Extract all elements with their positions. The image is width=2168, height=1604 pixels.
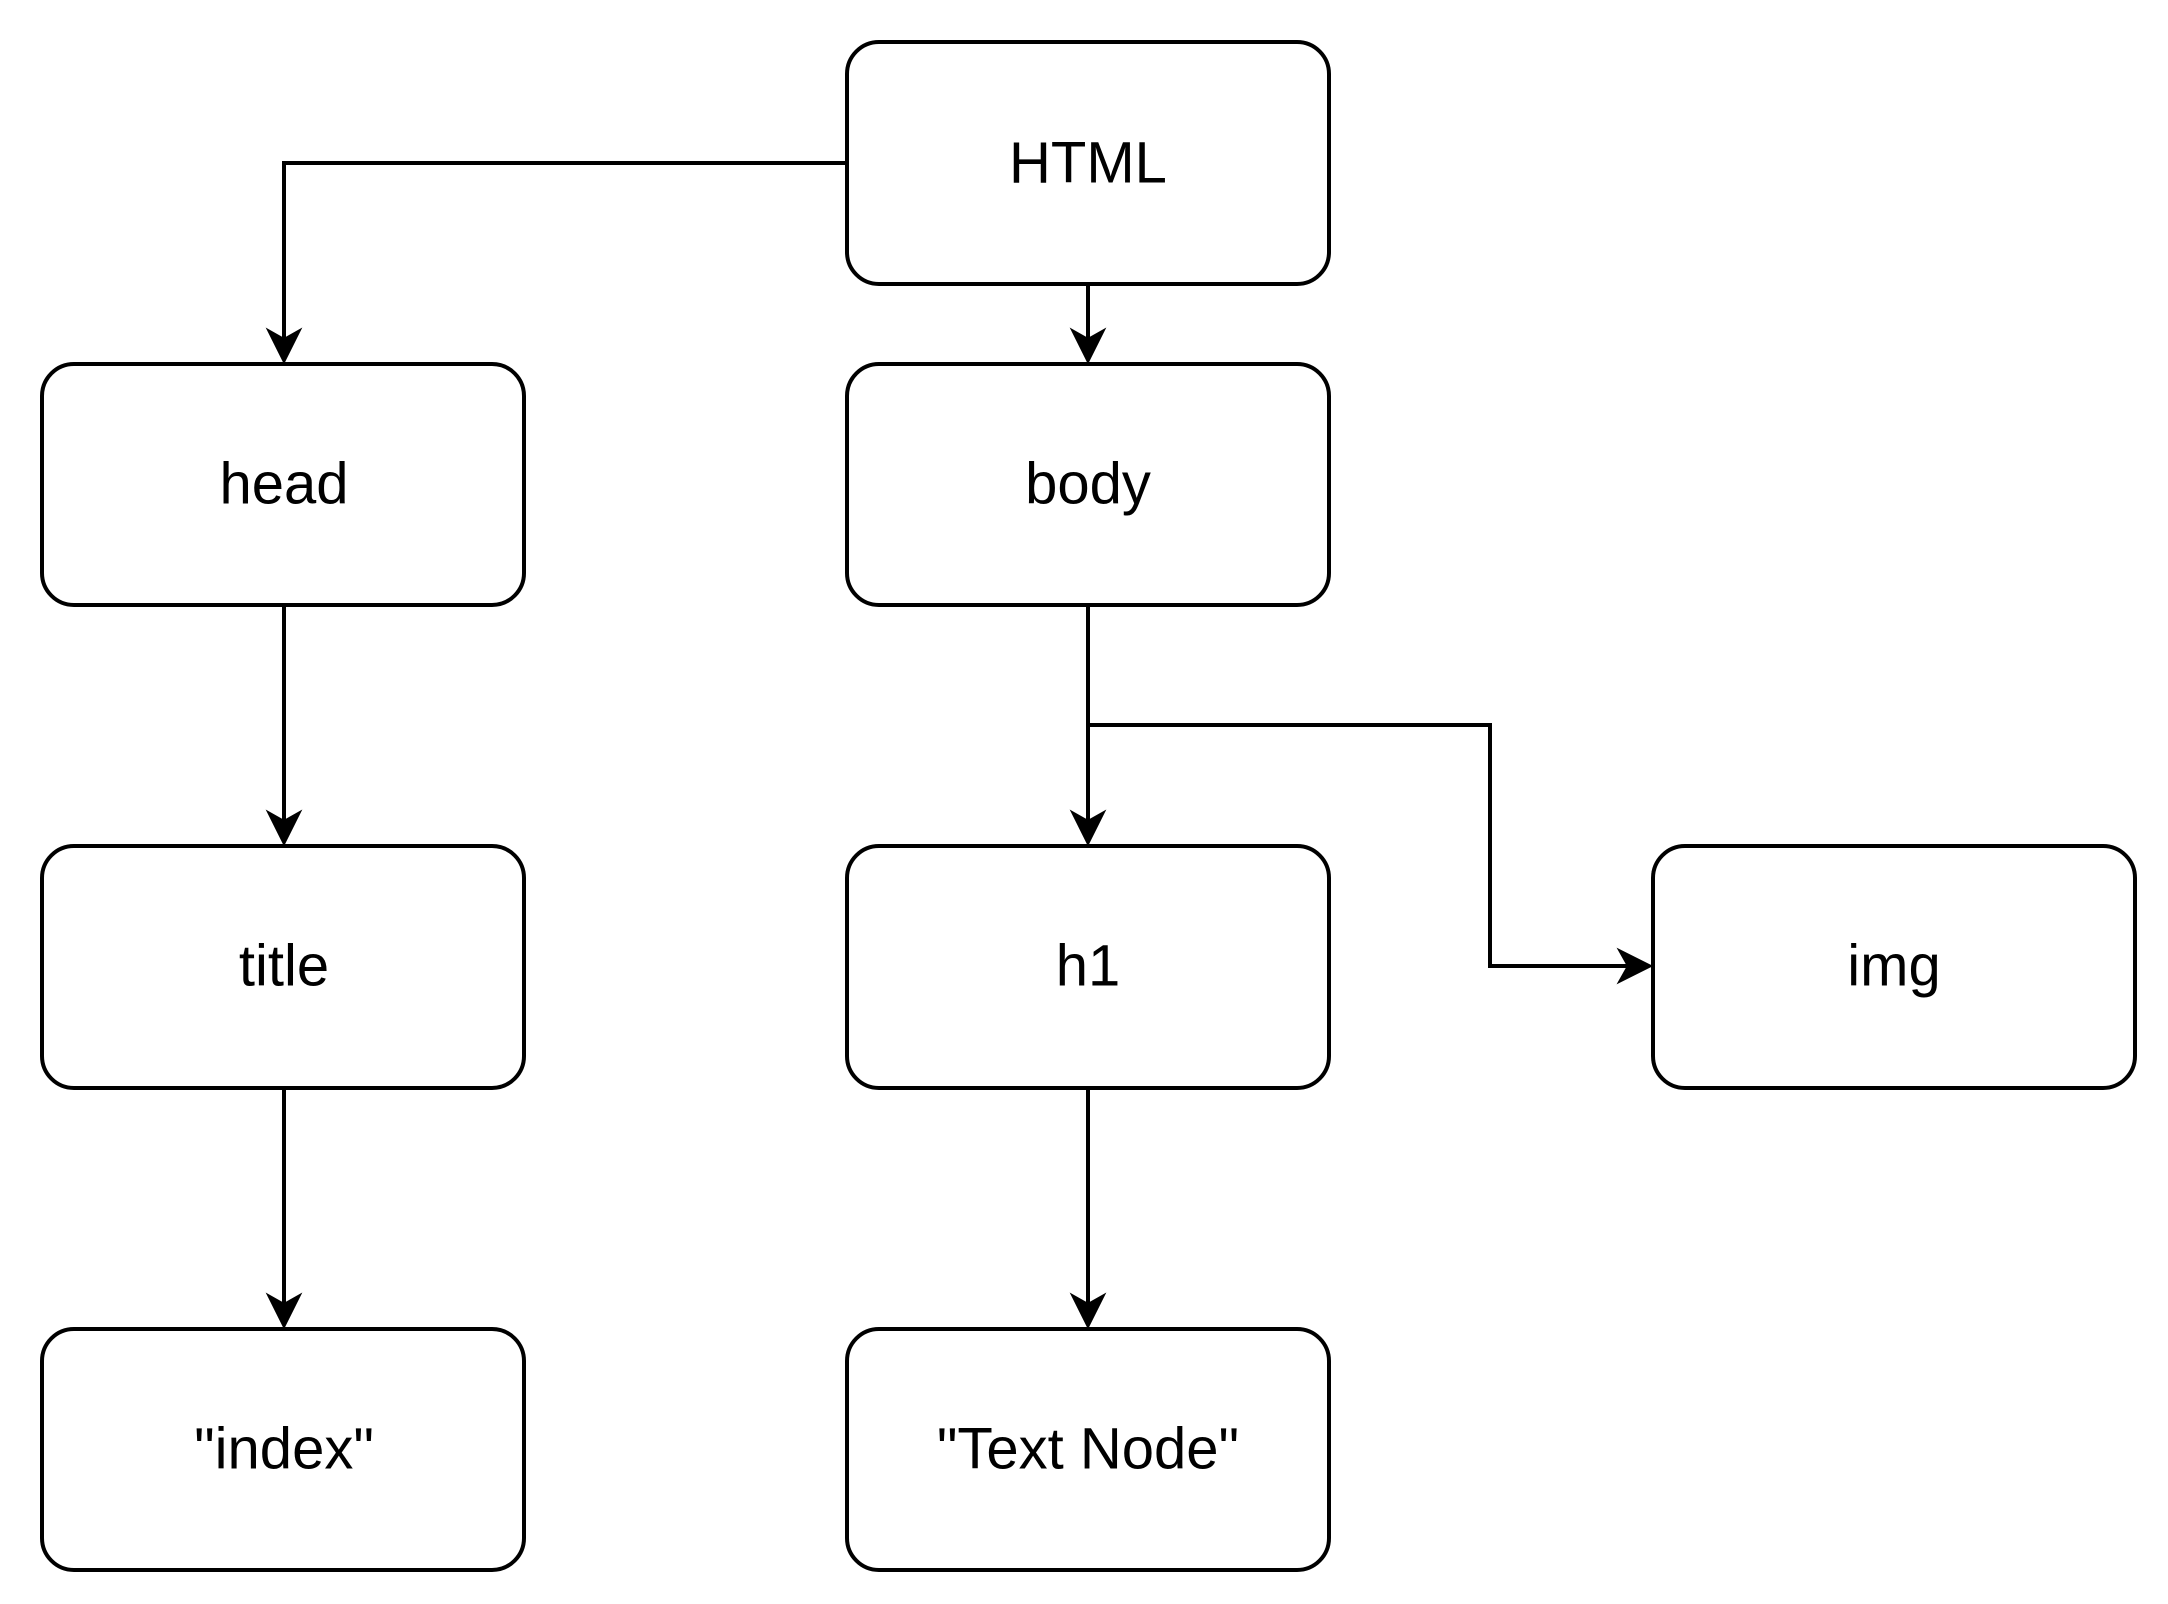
edge-body-to-h1 (1069, 605, 1107, 847)
edge-html-to-head (265, 161, 847, 365)
node-index-text: "index" (40, 1327, 526, 1572)
node-label: img (1847, 934, 1940, 999)
node-box (1651, 844, 2137, 1090)
node-label: head (219, 452, 348, 517)
node-box (40, 1327, 526, 1572)
node-label: HTML (1009, 131, 1167, 196)
node-title: title (40, 844, 526, 1090)
node-label: title (239, 934, 329, 999)
node-box (845, 362, 1331, 607)
node-body: body (845, 362, 1331, 607)
node-box (845, 844, 1331, 1090)
arrowhead (265, 327, 303, 365)
edge-head-to-title (265, 605, 303, 847)
edge-title-to-index (265, 1088, 303, 1330)
node-html: HTML (845, 40, 1331, 286)
arrowhead (1069, 1292, 1107, 1330)
node-label: "index" (194, 1417, 374, 1482)
arrowhead (1069, 809, 1107, 847)
node-label: "Text Node" (937, 1417, 1239, 1482)
edge-body-to-img (1088, 723, 1654, 985)
arrowhead (1069, 327, 1107, 365)
arrowhead (1616, 947, 1654, 985)
node-text-node: "Text Node" (845, 1327, 1331, 1572)
node-label: body (1025, 452, 1151, 517)
node-label: h1 (1056, 934, 1121, 999)
node-h1: h1 (845, 844, 1331, 1090)
node-img: img (1651, 844, 2137, 1090)
arrowhead (265, 1292, 303, 1330)
node-box (40, 844, 526, 1090)
node-box (845, 1327, 1331, 1572)
node-box (40, 362, 526, 607)
node-head: head (40, 362, 526, 607)
edge-h1-to-text-node (1069, 1088, 1107, 1330)
arrowhead (265, 809, 303, 847)
edge-html-to-body (1069, 284, 1107, 365)
node-box (845, 40, 1331, 286)
